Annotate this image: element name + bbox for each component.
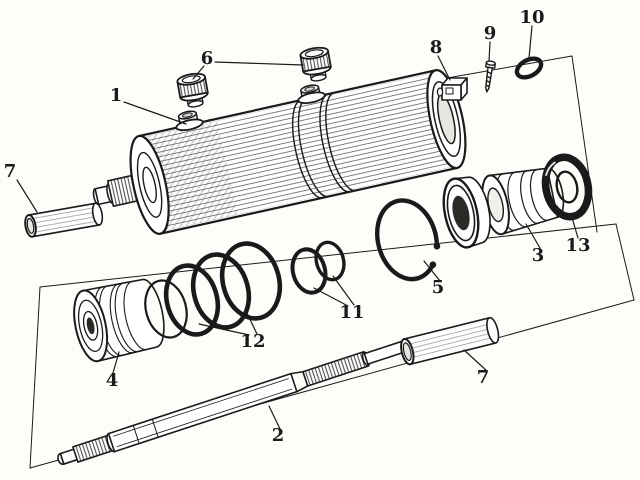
callout-2: 2 bbox=[271, 425, 285, 446]
callout-12: 12 bbox=[240, 331, 266, 352]
callout-9: 9 bbox=[483, 23, 497, 44]
callout-5: 5 bbox=[431, 277, 445, 298]
part-fitting-block bbox=[436, 77, 468, 101]
part-cylinder-barrel bbox=[92, 69, 467, 235]
part-piston bbox=[73, 278, 165, 363]
part-sleeve-left bbox=[24, 202, 104, 238]
part-small-o-rings bbox=[290, 240, 346, 295]
part-filler-cap-left bbox=[176, 72, 209, 108]
part-screw bbox=[485, 60, 496, 93]
part-snap-ring bbox=[374, 198, 441, 282]
callout-7-right: 7 bbox=[476, 367, 490, 388]
callout-11: 11 bbox=[339, 302, 365, 323]
part-o-ring bbox=[514, 56, 544, 80]
part-rod-seal bbox=[541, 153, 593, 221]
callout-10: 10 bbox=[519, 7, 545, 28]
callout-1: 1 bbox=[109, 85, 123, 106]
callout-4: 4 bbox=[105, 370, 119, 391]
leader-lines bbox=[16, 25, 579, 430]
filler-neck-right bbox=[297, 84, 326, 105]
callout-6: 6 bbox=[200, 48, 214, 69]
callout-3: 3 bbox=[531, 245, 545, 266]
part-piston-seal-rings bbox=[144, 241, 283, 339]
part-filler-cap-right bbox=[299, 46, 332, 82]
part-piston-rod bbox=[57, 339, 413, 466]
callout-7-left: 7 bbox=[3, 161, 17, 182]
part-gland-assembly bbox=[442, 167, 565, 249]
callout-8: 8 bbox=[429, 37, 443, 58]
callout-13: 13 bbox=[565, 235, 591, 256]
part-sleeve-right bbox=[400, 316, 500, 366]
